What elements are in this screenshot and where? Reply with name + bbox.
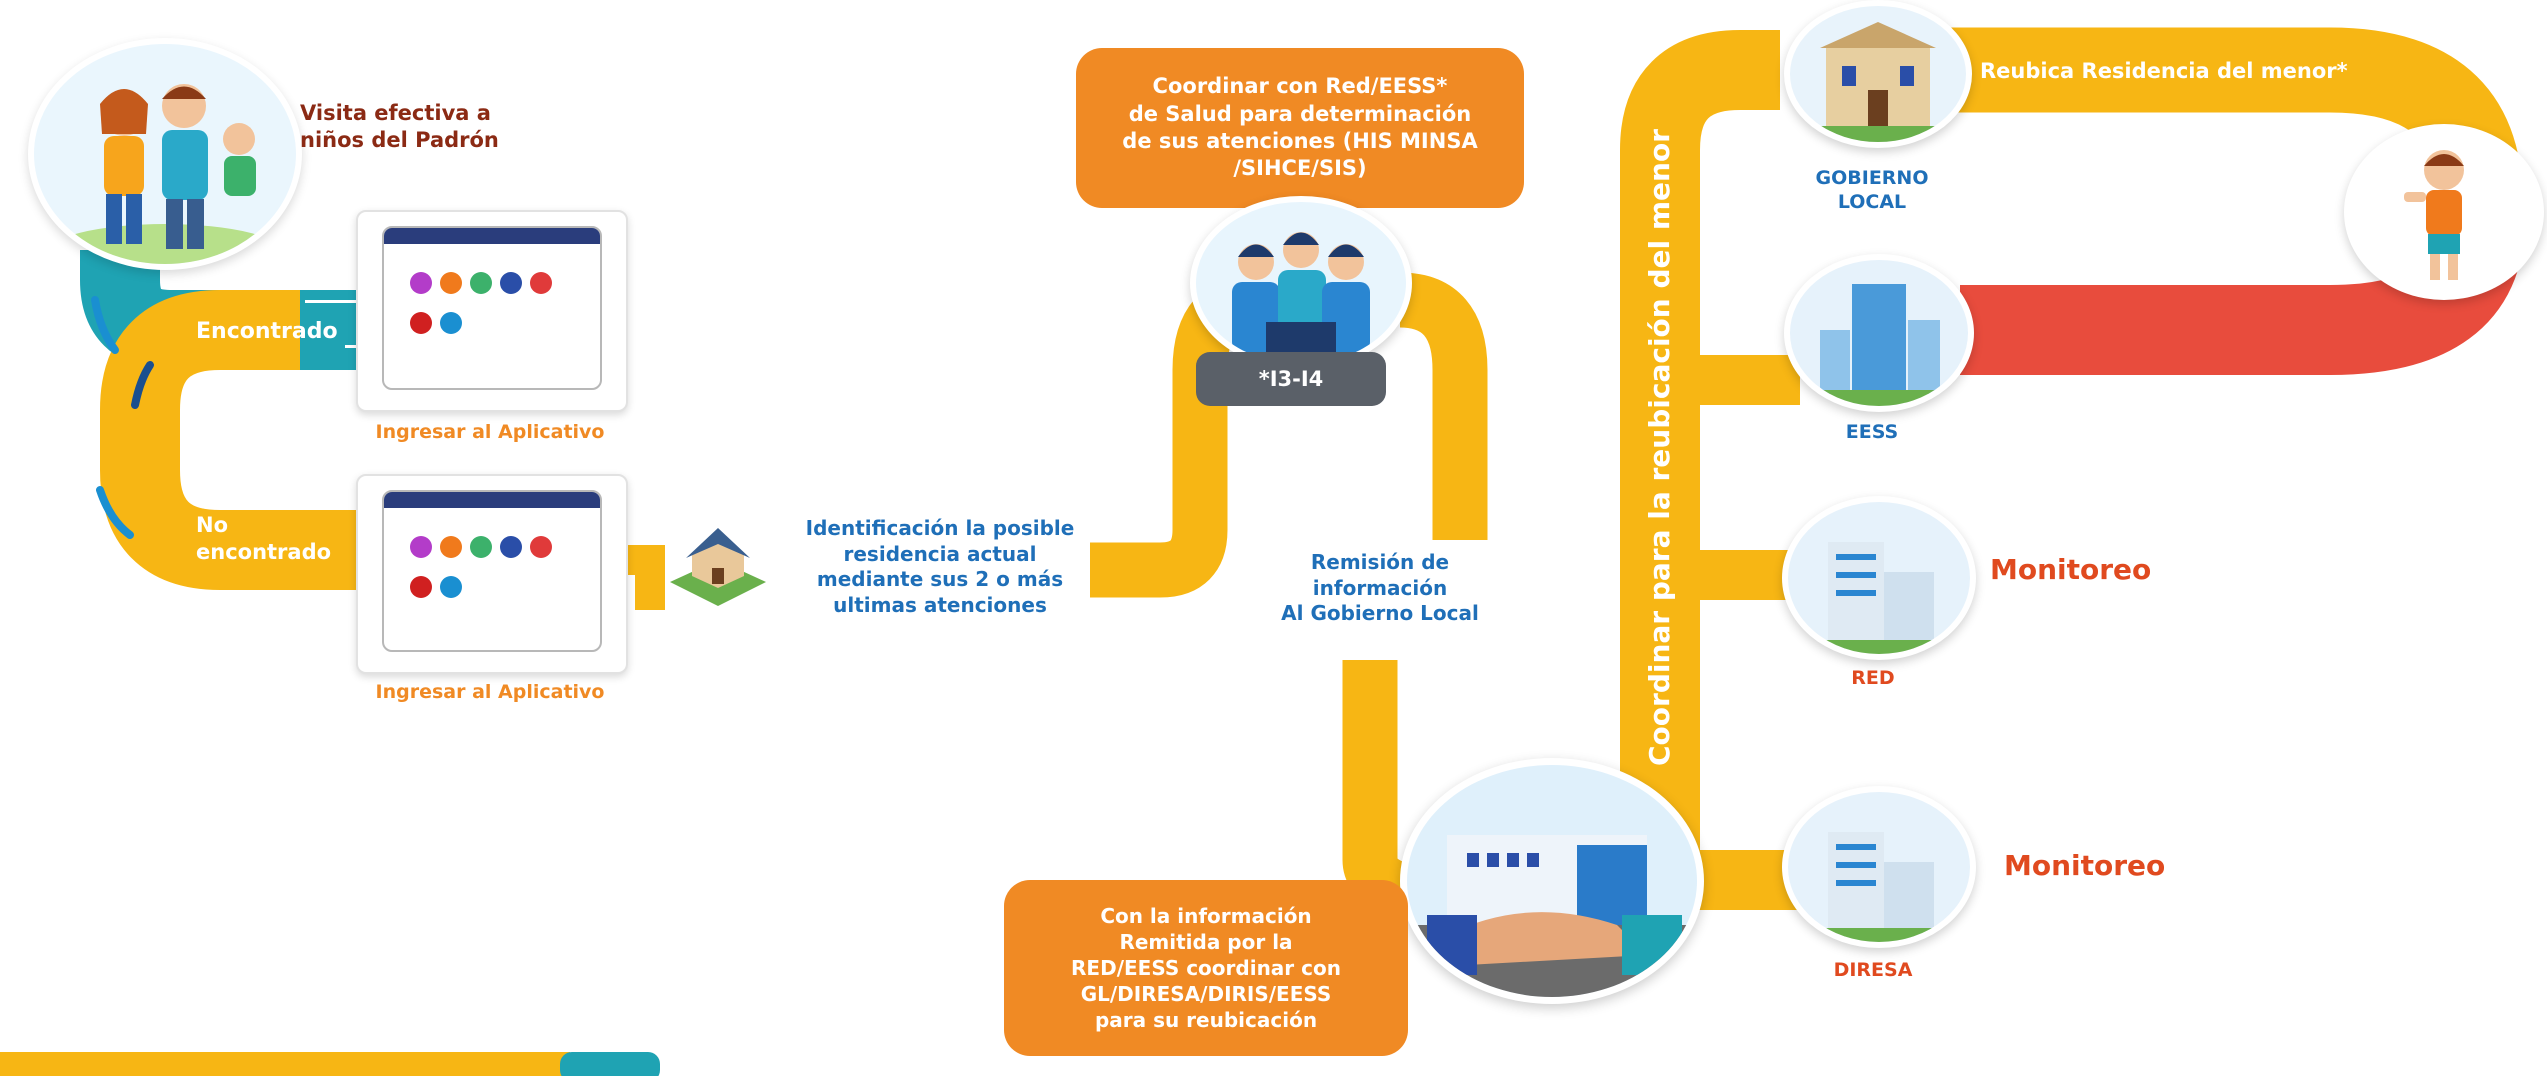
vertical-title: Coordinar para la reubicación del menor [1643,129,1676,766]
entity-diresa: DIRESA [1833,959,1913,981]
hospital-tower-icon [1784,254,1974,412]
identificacion-label: Identificación la posible residencia act… [805,516,1075,617]
ingresar-aplicativo-1: Ingresar al Aplicativo [375,421,605,443]
encontrado-label: Encontrado [196,319,338,344]
yellow-path-remision [1398,272,1488,540]
office-building-icon-red [1782,496,1976,660]
bottom-bar-teal [560,1052,660,1076]
step-visita-label: Visita efectiva a niños del Padrón [300,101,499,152]
con-informacion-text: Con la información Remitida por la RED/E… [1071,904,1341,1032]
badge-i3-i4: *I3-I4 [1196,352,1386,406]
reubica-label: Reubica Residencia del menor* [1980,59,2348,83]
remision-label: Remisión de información Al Gobierno Loca… [1281,550,1479,626]
handshake-illustration [1400,758,1704,1004]
monitoreo-red: Monitoreo [1990,553,2152,586]
monitoreo-diresa: Monitoreo [2004,849,2166,882]
app-screen-1 [382,226,602,390]
encontrado-line-2 [345,345,365,348]
coordinar-red-text: Coordinar con Red/EESS* de Salud para de… [1122,74,1478,181]
accent-dash-2 [131,361,154,409]
family-illustration [28,38,302,270]
coordinar-red-box: Coordinar con Red/EESS* de Salud para de… [1076,48,1524,208]
municipal-building-icon [1784,0,1972,148]
entity-gobierno-local: GOBIERNO LOCAL [1815,167,1929,214]
accent-dash-1 [91,296,119,354]
entity-red: RED [1851,667,1895,689]
no-encontrado-label: No encontrado [196,513,332,564]
app-screen-2 [382,490,602,652]
yellow-path-down [1342,660,1410,917]
child-illustration [2344,124,2544,300]
encontrado-line [305,300,363,303]
ingresar-aplicativo-2: Ingresar al Aplicativo [375,681,605,703]
accent-dash-3 [96,486,134,539]
app-screenshot-1 [356,210,628,412]
bottom-bar-yellow [0,1052,570,1076]
office-building-icon-diresa [1782,786,1976,948]
team-illustration [1190,196,1412,370]
app-screenshot-2 [356,474,628,674]
yellow-trunk [1620,30,1780,880]
yellow-path-loop [100,290,390,590]
house-icon [662,520,774,610]
con-informacion-box: Con la información Remitida por la RED/E… [1004,880,1408,1056]
entity-eess: EESS [1845,421,1899,443]
